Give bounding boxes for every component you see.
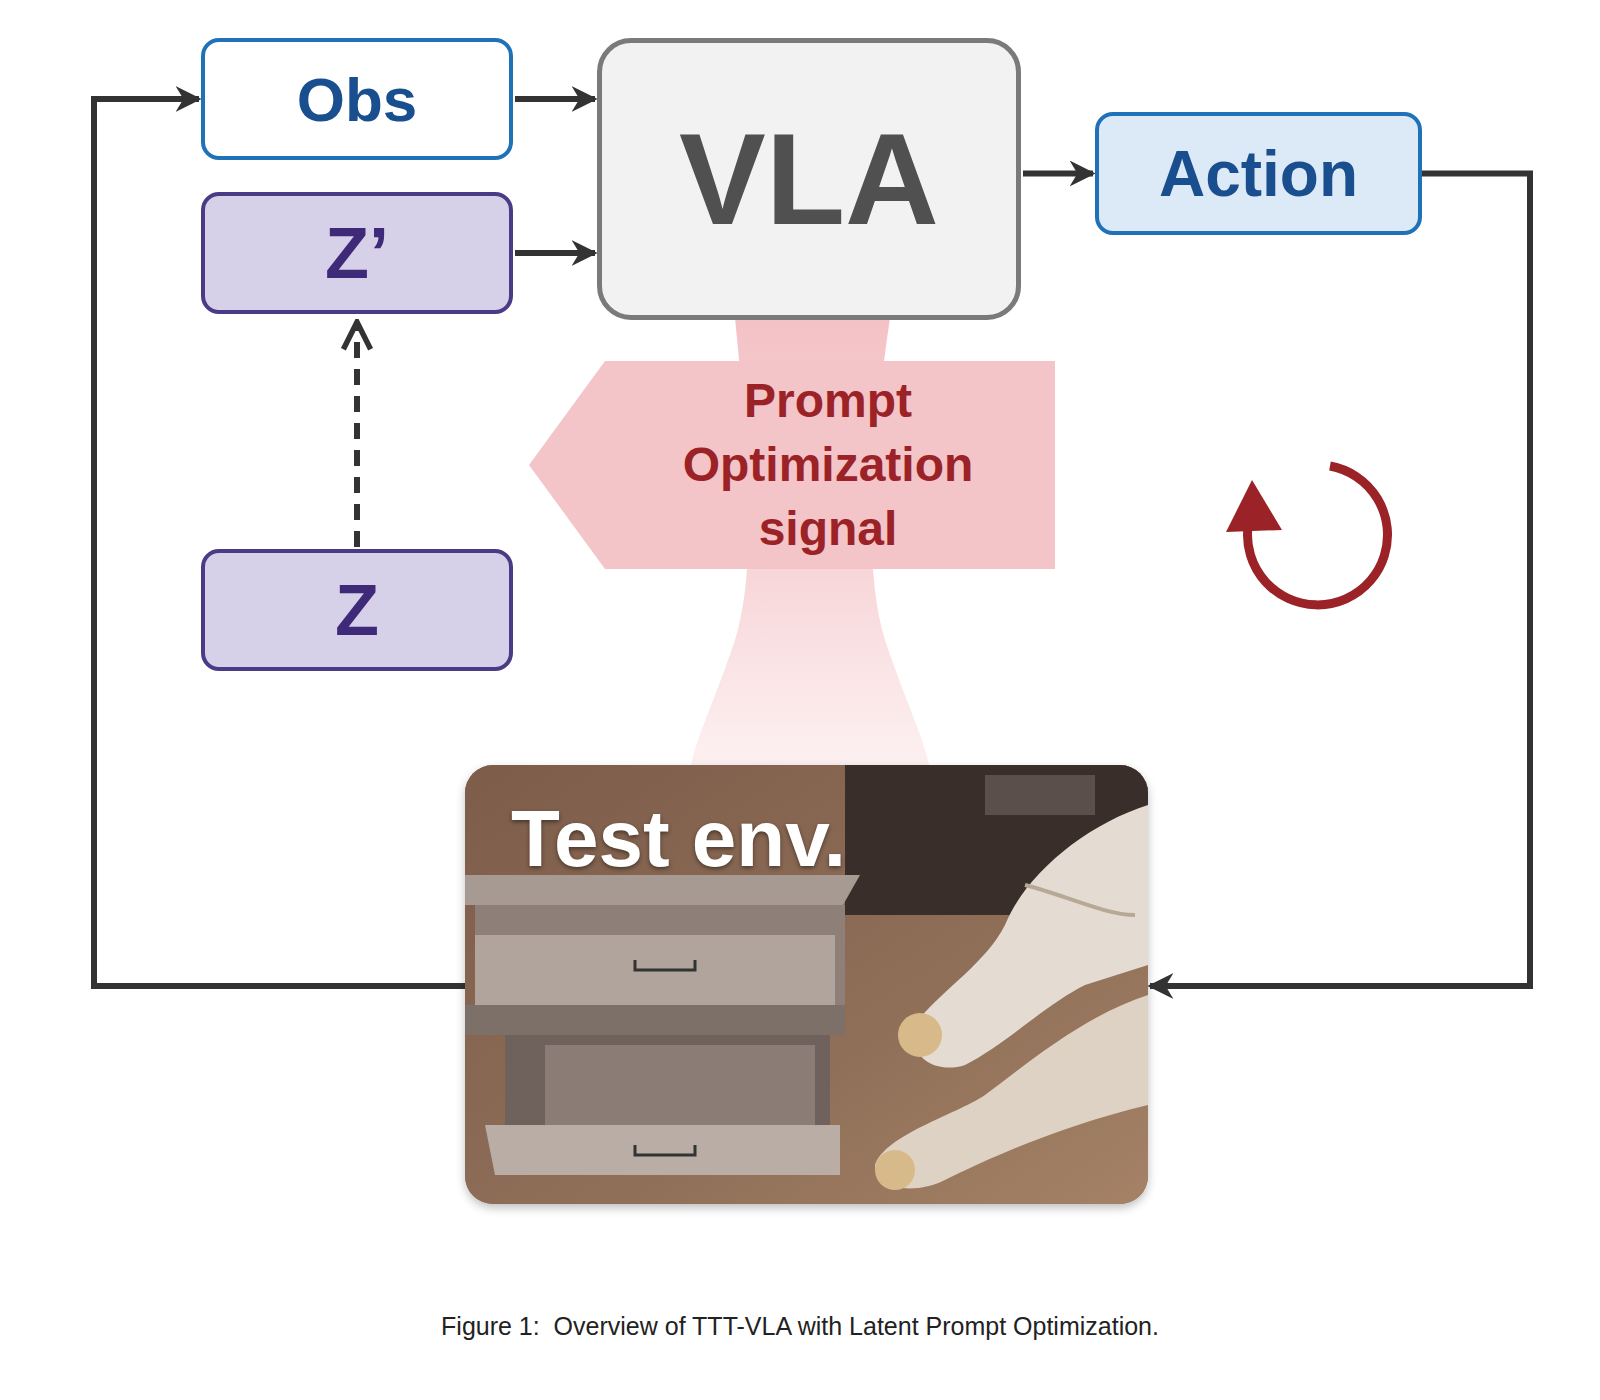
latent-prompt-box: Z <box>201 549 513 671</box>
model-box: VLA <box>597 38 1021 320</box>
signal-arrow: Prompt Optimization signal <box>529 361 1055 569</box>
observation-box: Obs <box>201 38 513 160</box>
drawer-handle <box>635 1145 695 1155</box>
figure-caption: Figure 1: Overview of TTT-VLA with Laten… <box>0 1312 1600 1341</box>
flow-arrow <box>515 250 595 256</box>
loop-icon <box>1247 466 1387 605</box>
drawer-handle <box>635 960 695 970</box>
node-label: Prompt Optimization signal <box>638 369 1018 561</box>
drawer-upper-inner <box>475 905 845 1005</box>
arm-joint <box>1025 885 1135 915</box>
scene-object <box>985 775 1095 815</box>
node-label: Obs <box>297 64 418 135</box>
arrow-fill <box>529 361 1055 569</box>
node-label: Z <box>335 569 379 652</box>
test-environment: Test env. <box>465 765 1148 1204</box>
latent-prompt-box: Z’ <box>201 192 513 314</box>
flow-arrow <box>1023 171 1093 177</box>
cabinet-rail <box>465 1005 845 1035</box>
loop-icon-head <box>1226 480 1282 532</box>
action-box: Action <box>1095 112 1422 235</box>
node-label: Z’ <box>325 212 389 295</box>
drawer-lower-floor <box>545 1045 815 1125</box>
scene-floor <box>465 765 1148 1204</box>
drawer-lower-front <box>485 1125 840 1175</box>
gripper <box>898 1013 942 1057</box>
flow-arrow <box>1150 174 1530 987</box>
node-label: Action <box>1159 137 1358 211</box>
node-label: Test env. <box>511 793 846 885</box>
drawer-upper-front <box>475 935 835 1005</box>
flow-arrow <box>515 96 595 102</box>
node-label: VLA <box>679 104 939 254</box>
gripper <box>875 1150 915 1190</box>
dashed-arrow <box>354 322 360 547</box>
robot-arm <box>875 995 1148 1188</box>
